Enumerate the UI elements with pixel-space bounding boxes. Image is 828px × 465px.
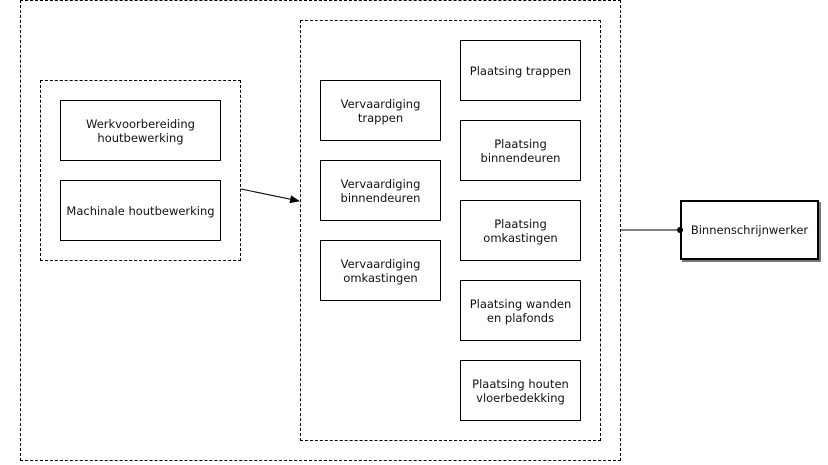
machine-woodworking-box: Machinale houtbewerking (60, 180, 221, 241)
manufacture-casings-box: Vervaardiging omkastingen (320, 240, 441, 301)
manufacture-stairs-box: Vervaardiging trappen (320, 80, 441, 141)
placement-casings-box: Plaatsing omkastingen (460, 200, 581, 261)
work-preparation-box: Werkvoorbereiding houtbewerking (60, 100, 221, 161)
interior-carpenter-box: Binnenschrijnwerker (680, 200, 819, 260)
placement-stairs-box: Plaatsing trappen (460, 40, 581, 101)
outer-group (20, 0, 621, 461)
placement-wooden-flooring-box: Plaatsing houten vloerbedekking (460, 360, 581, 421)
manufacture-interior-doors-box: Vervaardiging binnendeuren (320, 160, 441, 221)
placement-walls-ceilings-box: Plaatsing wanden en plafonds (460, 280, 581, 341)
production-group (300, 20, 601, 441)
placement-interior-doors-box: Plaatsing binnendeuren (460, 120, 581, 181)
preparation-group (40, 80, 241, 261)
